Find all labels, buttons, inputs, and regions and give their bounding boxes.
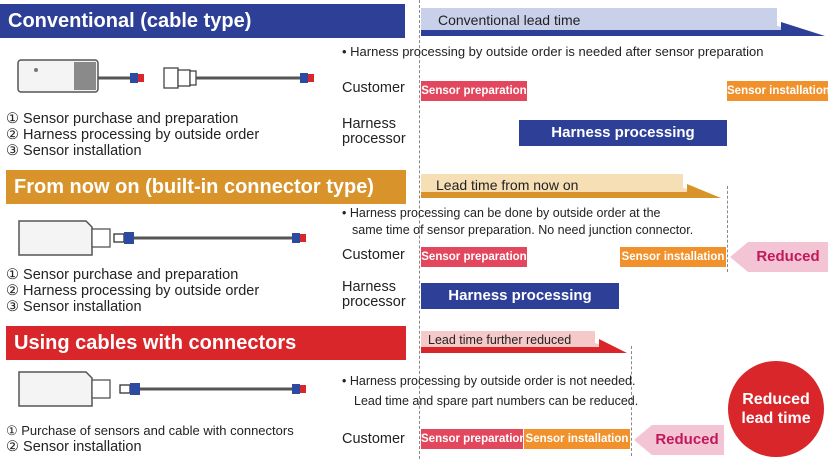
conventional-title: Conventional (cable type)	[8, 10, 252, 32]
from-now-harness-label: Harness processor	[342, 280, 406, 310]
from-now-step-3: ③ Sensor installation	[6, 299, 142, 315]
conventional-step-1: ① Sensor purchase and preparation	[6, 111, 239, 127]
from-now-note-line1: Harness processing can be done by outsid…	[349, 206, 661, 220]
using-cables-step-1: ① Purchase of sensors and cable with con…	[6, 423, 294, 438]
conventional-customer-label: Customer	[342, 80, 405, 96]
from-now-harness-label-line1: Harness	[342, 279, 396, 295]
using-cables-note-line2: Lead time and spare part numbers can be …	[354, 394, 639, 408]
from-now-note: • Harness processing can be done by outs…	[342, 206, 694, 237]
badge-line2: lead time	[741, 410, 811, 427]
reduced-lead-time-badge: Reduced lead time	[728, 361, 824, 457]
conventional-harness-label-line2: processor	[342, 131, 406, 147]
from-now-lead-label: Lead time from now on	[436, 177, 579, 193]
from-now-title: From now on (built-in connector type)	[14, 176, 374, 198]
using-cables-step-2: ② Sensor installation	[6, 439, 142, 455]
from-now-step-2: ② Harness processing by outside order	[6, 283, 260, 299]
using-cables-title: Using cables with connectors	[14, 332, 297, 354]
from-now-harness-label-line2: processor	[342, 294, 406, 310]
using-cables-note-line1: Harness processing by outside order is n…	[349, 374, 636, 388]
from-now-end-guide-line	[727, 186, 728, 272]
further-reduced-lead-arrow	[421, 331, 627, 353]
using-cables-reduced-arrow	[634, 425, 724, 455]
from-now-reduced-arrow	[730, 242, 828, 272]
cable-with-connector-device-image	[18, 371, 306, 407]
conventional-harness-label: Harness processor	[342, 117, 406, 147]
using-cables-header: Using cables with connectors	[6, 326, 406, 360]
from-now-header: From now on (built-in connector type)	[6, 170, 406, 204]
conventional-lead-arrow	[421, 8, 825, 36]
conventional-sensor-install-bar: Sensor installation	[727, 81, 828, 101]
conventional-note: • Harness processing by outside order is…	[342, 44, 764, 59]
sensor-cable-device-image	[17, 59, 314, 93]
from-now-step-1: ① Sensor purchase and preparation	[6, 267, 239, 283]
conventional-header: Conventional (cable type)	[0, 4, 405, 38]
from-now-lead-arrow	[421, 174, 721, 198]
conventional-step-3: ③ Sensor installation	[6, 143, 142, 159]
using-cables-sensor-install-bar: Sensor installation	[524, 429, 630, 449]
badge-line1: Reduced	[742, 391, 810, 408]
conventional-harness-label-line1: Harness	[342, 116, 396, 132]
from-now-reduced-label: Reduced	[756, 248, 820, 265]
conventional-note-text: Harness processing by outside order is n…	[350, 44, 764, 59]
using-cables-customer-label: Customer	[342, 431, 405, 447]
conventional-lead-label: Conventional lead time	[438, 12, 581, 28]
using-cables-note: • Harness processing by outside order is…	[342, 374, 639, 408]
conventional-sensor-prep-bar: Sensor preparation	[421, 81, 527, 101]
further-reduced-lead-label: Lead time further reduced	[428, 333, 572, 347]
from-now-sensor-prep-bar: Sensor preparation	[421, 247, 527, 267]
using-cables-sensor-prep-bar: Sensor preparation	[421, 429, 523, 449]
from-now-note-line2: same time of sensor preparation. No need…	[352, 223, 694, 237]
conventional-harness-processing-bar: Harness processing	[519, 120, 727, 146]
using-cables-reduced-label: Reduced	[655, 431, 719, 448]
start-guide-line	[419, 0, 420, 459]
built-in-connector-device-image	[18, 220, 306, 256]
conventional-step-2: ② Harness processing by outside order	[6, 127, 260, 143]
from-now-sensor-install-bar: Sensor installation	[620, 247, 726, 267]
further-reduced-end-guide-line	[631, 346, 632, 456]
from-now-customer-label: Customer	[342, 247, 405, 263]
from-now-harness-processing-bar: Harness processing	[421, 283, 619, 309]
